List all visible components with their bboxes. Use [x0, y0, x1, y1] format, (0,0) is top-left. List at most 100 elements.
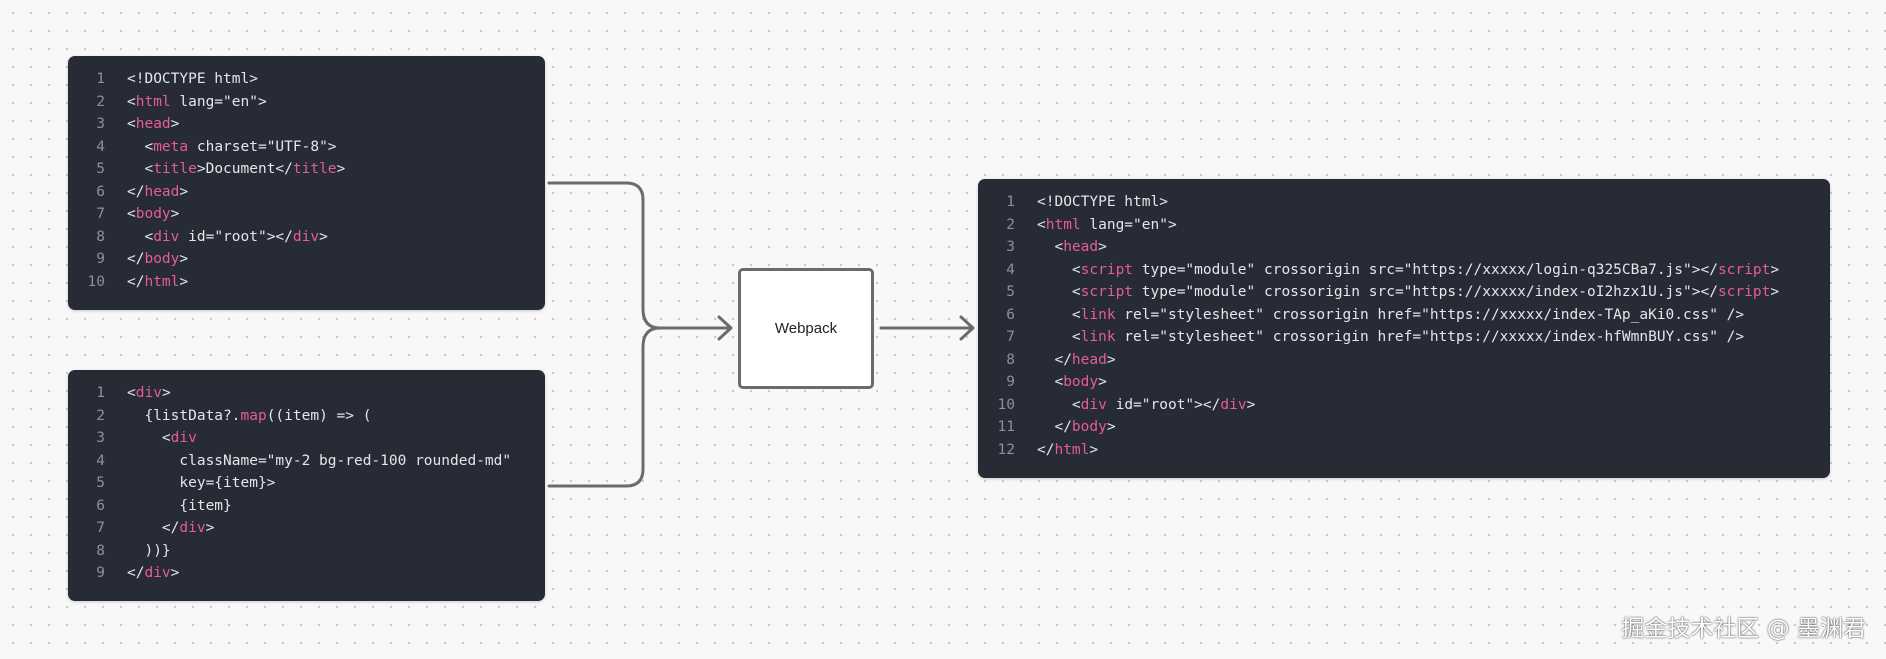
code-text: className="my-2 bg-red-100 rounded-md": [105, 450, 545, 473]
code-token: >: [205, 520, 215, 536]
code-line: 10 <div id="root"></div>: [978, 394, 1830, 417]
code-text: <head>: [105, 113, 545, 136]
code-token: id="root"></: [1106, 396, 1221, 413]
code-line: 8 </head>: [978, 349, 1830, 372]
code-token: <: [127, 138, 154, 155]
code-token: <: [1037, 374, 1064, 390]
code-token: <: [127, 116, 136, 132]
code-token: >Document</: [196, 161, 293, 177]
code-line: 12</html>: [978, 439, 1830, 462]
code-text: </head>: [105, 181, 545, 204]
code-token: html: [135, 93, 171, 110]
code-token: type="module" crossorigin src="https://x…: [1133, 284, 1718, 300]
code-text: <div>: [105, 382, 545, 405]
line-number: 3: [96, 116, 105, 132]
code-text: <body>: [1015, 371, 1830, 394]
code-line: 3 <head>: [978, 236, 1830, 259]
code-token: <: [1037, 284, 1081, 300]
line-number: 5: [96, 475, 105, 491]
code-token: </: [127, 251, 145, 267]
line-number: 5: [1006, 284, 1015, 300]
code-text: </head>: [1015, 349, 1830, 372]
line-number: 9: [96, 251, 105, 267]
code-token: <: [127, 206, 136, 222]
line-number: 4: [1006, 261, 1015, 278]
code-token: >: [170, 206, 180, 222]
code-text: </html>: [1015, 439, 1830, 462]
input-html-code-panel: 1<!DOCTYPE html>2<html lang="en">3<head>…: [68, 56, 545, 310]
code-text: <div id="root"></div>: [1015, 394, 1830, 417]
code-token: <: [1037, 329, 1081, 345]
line-number: 5: [96, 161, 105, 177]
code-line: 7<body>: [68, 203, 545, 226]
code-token: <: [127, 385, 136, 401]
code-text: <link rel="stylesheet" crossorigin href=…: [1015, 304, 1830, 327]
code-token: script: [1080, 284, 1134, 300]
line-number: 11: [997, 419, 1015, 435]
code-text: </div>: [105, 562, 545, 585]
code-token: div: [153, 228, 180, 245]
code-token: type="module" crossorigin src="https://x…: [1133, 261, 1718, 278]
code-token: title: [292, 161, 337, 177]
code-token: link: [1080, 306, 1116, 323]
code-text: <html lang="en">: [1015, 214, 1830, 237]
code-token: body: [1071, 419, 1107, 435]
code-token: html: [1045, 216, 1081, 233]
code-line: 7 <link rel="stylesheet" crossorigin hre…: [978, 326, 1830, 349]
code-text: ))}: [105, 540, 545, 563]
code-token: >: [1770, 261, 1780, 278]
html-to-webpack-connector: [547, 181, 731, 330]
code-token: >: [1106, 351, 1116, 368]
code-text: </body>: [1015, 416, 1830, 439]
code-token: body: [135, 206, 171, 222]
code-line: 2<html lang="en">: [978, 214, 1830, 237]
code-line: 4 className="my-2 bg-red-100 rounded-md": [68, 450, 545, 473]
code-token: script: [1717, 261, 1771, 278]
code-token: script: [1717, 284, 1771, 300]
line-number: 3: [1006, 239, 1015, 255]
line-number: 12: [997, 441, 1015, 458]
line-number: 7: [1006, 329, 1015, 345]
code-line: 2 {listData?.map((item) => (: [68, 405, 545, 428]
output-html-code-panel: 1<!DOCTYPE html>2<html lang="en">3 <head…: [978, 179, 1830, 478]
code-token: >: [1098, 239, 1107, 255]
code-token: div: [135, 385, 162, 401]
code-text: {item}: [105, 495, 545, 518]
line-number: 1: [96, 385, 105, 401]
code-text: </div>: [105, 517, 545, 540]
code-token: </: [127, 183, 145, 200]
webpack-label: Webpack: [774, 320, 838, 337]
output-arrowhead: [959, 315, 975, 341]
code-line: 8 <div id="root"></div>: [68, 226, 545, 249]
code-token: >: [1098, 374, 1107, 390]
code-token: <!DOCTYPE html>: [127, 71, 258, 87]
line-number: 9: [96, 565, 105, 581]
code-line: 1<!DOCTYPE html>: [978, 191, 1830, 214]
code-token: {item}: [127, 497, 232, 514]
line-number: 4: [96, 452, 105, 469]
code-text: <!DOCTYPE html>: [1015, 191, 1830, 214]
line-number: 1: [96, 71, 105, 87]
code-token: div: [179, 520, 206, 536]
code-line: 5 <script type="module" crossorigin src=…: [978, 281, 1830, 304]
code-token: map: [240, 407, 267, 424]
code-token: >: [179, 251, 189, 267]
line-number: 10: [87, 273, 105, 290]
code-line: 3<head>: [68, 113, 545, 136]
code-text: <link rel="stylesheet" crossorigin href=…: [1015, 326, 1830, 349]
code-text: </body>: [105, 248, 545, 271]
webpack-node: Webpack: [738, 268, 874, 389]
code-text: </html>: [105, 271, 545, 294]
code-text: <head>: [1015, 236, 1830, 259]
code-text: <html lang="en">: [105, 91, 545, 114]
code-token: </: [1037, 351, 1072, 368]
code-token: >: [170, 116, 180, 132]
code-token: link: [1080, 329, 1116, 345]
code-line: 2<html lang="en">: [68, 91, 545, 114]
code-token: title: [153, 161, 197, 177]
code-token: >: [179, 273, 189, 290]
code-line: 4 <meta charset="UTF-8">: [68, 136, 545, 159]
code-text: <script type="module" crossorigin src="h…: [1015, 259, 1830, 282]
code-token: </: [127, 520, 180, 536]
code-token: <: [1037, 216, 1046, 233]
